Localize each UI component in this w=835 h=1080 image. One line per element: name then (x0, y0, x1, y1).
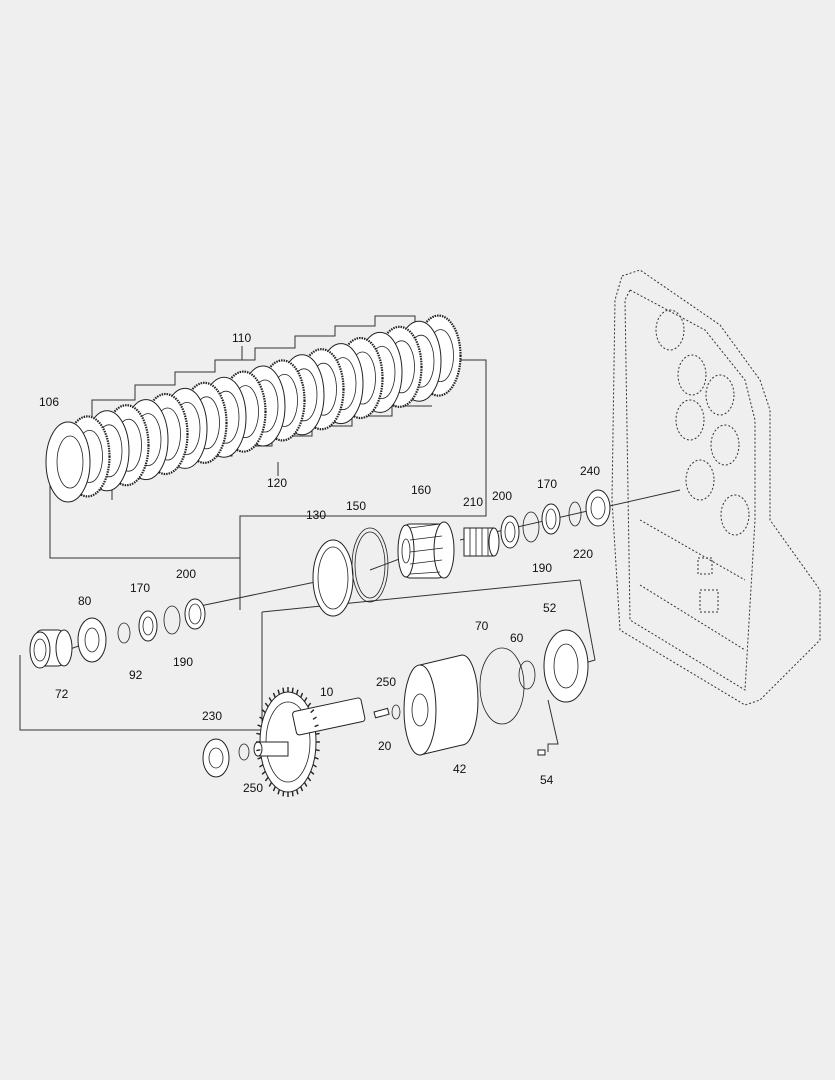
gear-tooth (259, 764, 264, 768)
label-220: 220 (573, 547, 593, 561)
gear-tooth (257, 724, 262, 728)
gear-tooth (282, 791, 285, 797)
gear-tooth (314, 724, 319, 728)
gear-tooth (300, 692, 304, 698)
label-20: 20 (378, 739, 392, 753)
shaft-gear-10 (253, 687, 366, 797)
label-170b: 170 (130, 581, 150, 595)
label-92: 92 (129, 668, 143, 682)
label-52: 52 (543, 601, 557, 615)
label-42: 42 (453, 762, 467, 776)
gear-tooth (312, 716, 317, 720)
label-106: 106 (39, 395, 59, 409)
snap-ring-150 (351, 527, 389, 603)
gear-tooth (257, 756, 262, 760)
label-120: 120 (267, 476, 287, 490)
gear-tooth (295, 689, 299, 695)
gear-tooth (295, 789, 299, 795)
gear-tooth (261, 709, 266, 714)
gear-tooth (272, 786, 276, 792)
label-200b: 200 (176, 567, 196, 581)
gear-tooth (307, 776, 312, 782)
cover-52 (543, 629, 589, 703)
gear-tooth (259, 716, 264, 720)
ring-190b (163, 605, 181, 635)
ring-190a (522, 511, 540, 543)
washer-80 (77, 617, 107, 663)
gear-tooth (268, 697, 273, 702)
label-80: 80 (78, 594, 92, 608)
gear-tooth (291, 791, 294, 797)
gear-tooth (264, 776, 269, 782)
ring-92 (117, 622, 131, 644)
clutch-disc-pack (45, 314, 462, 503)
gear-tooth (272, 692, 276, 698)
label-240: 240 (580, 464, 600, 478)
gear-tooth (277, 789, 281, 795)
label-150: 150 (346, 499, 366, 513)
label-10: 10 (320, 685, 334, 699)
label-250b: 250 (243, 781, 263, 795)
bearing-230 (202, 738, 230, 778)
seal-60 (518, 660, 536, 690)
drum-42 (403, 654, 479, 756)
gear-tooth (268, 782, 273, 787)
clutch-disc (45, 421, 91, 503)
gear-tooth (277, 689, 281, 695)
gear-tooth (256, 732, 261, 735)
gear-tooth (264, 702, 269, 708)
gear-tooth (256, 749, 261, 752)
label-130: 130 (306, 508, 326, 522)
ring-250a (391, 704, 401, 720)
label-190a: 190 (532, 561, 552, 575)
washer-170a (541, 503, 561, 535)
label-60: 60 (510, 631, 524, 645)
gear-tooth (310, 770, 315, 775)
gear-tooth (291, 687, 294, 693)
label-200a: 200 (492, 489, 512, 503)
washer-200b (184, 598, 206, 630)
ring-220 (568, 501, 582, 527)
gear-tooth (315, 732, 320, 735)
gear-tooth (282, 687, 285, 693)
gear-tooth (303, 697, 308, 702)
gear-tooth (312, 764, 317, 768)
piston-72 (29, 629, 73, 669)
label-170a: 170 (537, 477, 557, 491)
label-190b: 190 (173, 655, 193, 669)
washer-200a (500, 515, 520, 549)
snap-ring-130 (312, 539, 354, 617)
gear-tooth (261, 770, 266, 775)
label-250a: 250 (376, 675, 396, 689)
bearing-240 (585, 489, 611, 527)
ring-250b (238, 743, 250, 761)
pin-20 (373, 707, 390, 719)
gear-tooth (315, 749, 320, 752)
label-210: 210 (463, 495, 483, 509)
gear-tooth (300, 786, 304, 792)
label-70: 70 (475, 619, 489, 633)
gear-tooth (310, 709, 315, 714)
washer-170b (138, 610, 158, 642)
gear-tooth (303, 782, 308, 787)
gear-tooth (314, 756, 319, 760)
seal-70 (479, 647, 525, 725)
label-230: 230 (202, 709, 222, 723)
label-110: 110 (232, 331, 251, 345)
gear-160 (397, 521, 455, 579)
bearing-210 (463, 527, 500, 557)
gear-tooth (307, 702, 312, 708)
transmission-housing (611, 269, 821, 706)
plug-54 (537, 749, 546, 756)
label-160: 160 (411, 483, 431, 497)
label-72: 72 (55, 687, 69, 701)
label-54: 54 (540, 773, 554, 787)
part-labels: 106 110 120 130 150 160 210 200 170 240 … (39, 331, 600, 795)
